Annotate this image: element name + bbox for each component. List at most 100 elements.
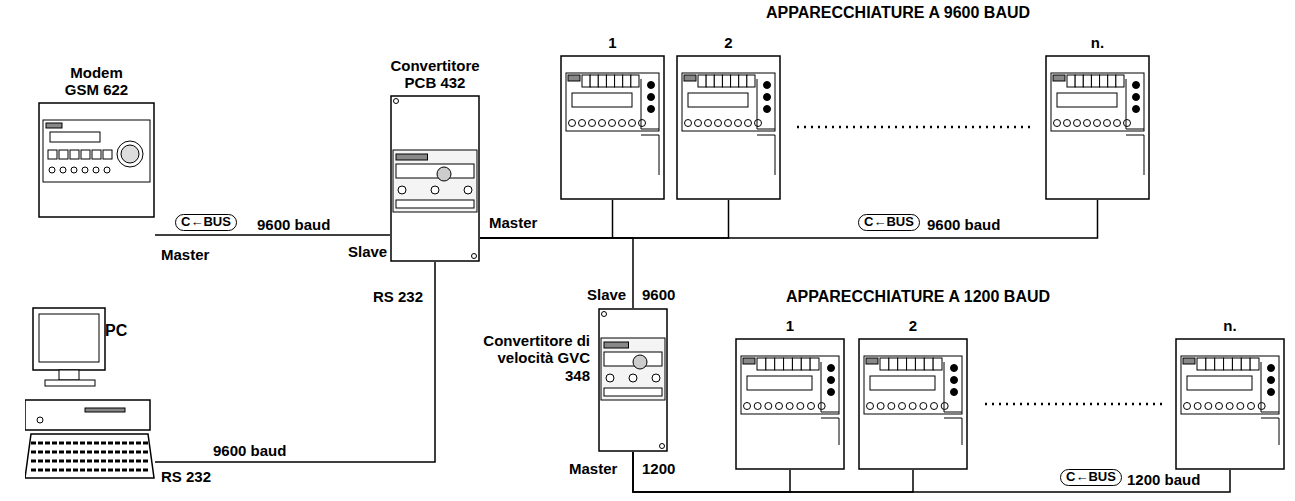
node-label: 2 — [909, 317, 917, 334]
panel-part — [1197, 358, 1206, 370]
keys — [31, 469, 149, 472]
panel-knob — [1248, 403, 1255, 410]
panel-part — [1187, 376, 1252, 390]
bus-line — [480, 200, 613, 238]
dev-drawing — [858, 338, 968, 470]
panel-knob — [909, 403, 916, 410]
panel-part — [81, 150, 90, 159]
panel-part — [103, 150, 112, 159]
bus-line — [480, 200, 729, 238]
device-box: 2 — [858, 338, 968, 470]
panel-part — [757, 79, 775, 175]
pc-drawing — [25, 300, 155, 485]
panel-knob — [828, 389, 835, 396]
node-label: 2 — [724, 34, 732, 51]
panel-part — [706, 75, 714, 87]
panel-part — [59, 150, 68, 159]
panel-part — [688, 93, 748, 107]
panel-part — [775, 358, 784, 370]
panel-knob — [589, 120, 596, 127]
panel-part — [682, 73, 775, 131]
panel-part — [631, 75, 639, 87]
panel-knob — [1124, 120, 1131, 127]
panel-knob — [754, 403, 761, 410]
panel-knob — [93, 167, 99, 173]
dev-drawing — [1045, 55, 1150, 200]
device-box: 1 — [735, 338, 845, 470]
panel-part — [1215, 358, 1224, 370]
panel-part — [1183, 358, 1195, 364]
panel-part — [45, 380, 95, 386]
panel-knob — [609, 120, 616, 127]
panel-knob — [764, 94, 771, 101]
panel-part — [25, 400, 150, 430]
panel-knob — [619, 120, 626, 127]
panel-part — [604, 342, 629, 348]
panel-knob — [606, 374, 614, 382]
panel-part — [1232, 358, 1241, 370]
node-label: 1 — [786, 317, 794, 334]
panel-knob — [121, 145, 139, 163]
group-title: APPARECCHIATURE A 1200 BAUD — [785, 288, 1051, 306]
panel-knob — [899, 403, 906, 410]
gvc-box: Convertitore di velocità GVC 348 — [598, 308, 668, 452]
panel-part — [561, 56, 664, 199]
panel-part — [568, 75, 580, 81]
panel-part — [396, 200, 474, 208]
pcb-drawing — [390, 95, 480, 262]
panel-knob — [1258, 403, 1265, 410]
panel-part — [1176, 339, 1284, 469]
port-label: 9600 — [641, 286, 676, 303]
panel-part — [59, 370, 79, 380]
panel-part — [1224, 358, 1233, 370]
panel-knob — [1133, 106, 1140, 113]
panel-part — [70, 150, 79, 159]
panel-part — [1126, 79, 1144, 175]
device-box: n. — [1045, 55, 1150, 200]
panel-knob — [1133, 94, 1140, 101]
baud-label: 9600 baud — [212, 442, 287, 459]
panel-knob — [398, 186, 406, 194]
panel-knob — [764, 82, 771, 89]
panel-part — [1116, 75, 1124, 87]
panel-knob — [569, 120, 576, 127]
panel-part — [944, 362, 962, 445]
panel-part — [391, 96, 479, 261]
panel-part — [33, 308, 105, 370]
panel-part — [50, 132, 100, 142]
panel-part — [599, 309, 667, 451]
port-label: Master — [568, 460, 618, 477]
panel-knob — [394, 99, 399, 104]
node-label: Convertitore di velocità GVC 348 — [472, 332, 590, 384]
port-label: Slave — [586, 286, 627, 303]
panel-part — [582, 75, 590, 87]
panel-part — [572, 93, 632, 107]
panel-part — [736, 339, 844, 469]
panel-knob — [648, 94, 655, 101]
panel-part — [866, 358, 878, 364]
panel-part — [566, 73, 659, 131]
keys — [31, 460, 149, 463]
panel-knob — [1226, 403, 1233, 410]
port-label: 9600 baud — [926, 216, 1001, 233]
panel-knob — [1054, 120, 1061, 127]
panel-knob — [797, 403, 804, 410]
panel-knob — [685, 120, 692, 127]
port-label: RS 232 — [372, 288, 424, 305]
panel-part — [792, 358, 801, 370]
port-label: Master — [488, 214, 538, 231]
panel-knob — [725, 120, 732, 127]
panel-knob — [1104, 120, 1111, 127]
panel-part — [889, 358, 898, 370]
panel-knob — [1084, 120, 1091, 127]
panel-part — [1057, 93, 1117, 107]
bus-line — [155, 262, 435, 462]
panel-knob — [629, 120, 636, 127]
panel-part — [1091, 75, 1099, 87]
keys — [31, 451, 149, 454]
panel-knob — [472, 254, 477, 259]
port-label: 1200 — [641, 460, 676, 477]
panel-part — [747, 376, 812, 390]
ellipsis-dots — [985, 403, 1162, 405]
panel-part — [1083, 75, 1091, 87]
